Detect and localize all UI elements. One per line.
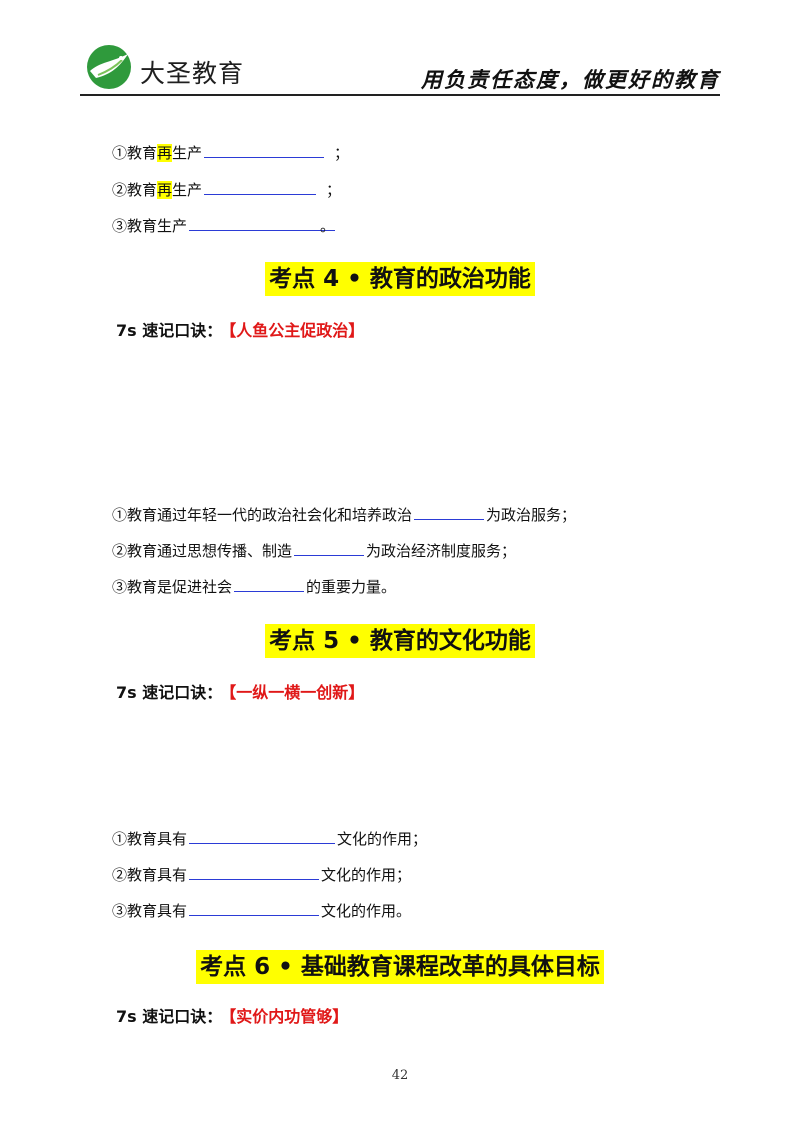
section-title: 考点 6 • 基础教育课程改革的具体目标	[0, 950, 800, 984]
fill-blank	[204, 143, 325, 158]
fill-blank	[294, 541, 365, 556]
fill-blank: 。	[189, 216, 336, 235]
page-header: 大圣教育 用负责任态度，做更好的教育	[0, 0, 800, 100]
section-title: 考点 4 • 教育的政治功能	[0, 262, 800, 296]
fill-blank	[189, 901, 320, 916]
header-divider	[80, 94, 720, 96]
highlight: 再	[157, 181, 173, 199]
brand-name: 大圣教育	[140, 59, 245, 88]
highlight: 再	[157, 144, 173, 162]
section-title: 考点 5 • 教育的文化功能	[0, 624, 800, 658]
list-item: ①教育再生产；	[112, 143, 350, 162]
fill-blank	[234, 577, 305, 592]
bird-logo-icon	[87, 45, 131, 89]
mnemonic: 7s 速记口诀：【一纵一横一创新】	[116, 683, 365, 702]
list-item: ①教育具有文化的作用；	[112, 829, 428, 848]
mnemonic: 7s 速记口诀：【实价内功管够】	[116, 1007, 349, 1026]
fill-blank	[189, 865, 320, 880]
list-item: ②教育具有文化的作用；	[112, 865, 412, 884]
list-item: ①教育通过年轻一代的政治社会化和培养政治为政治服务；	[112, 505, 577, 524]
list-item: ②教育再生产；	[112, 180, 342, 199]
list-item: ③教育生产。	[112, 216, 336, 235]
fill-blank	[414, 505, 485, 520]
slogan: 用负责任态度，做更好的教育	[421, 68, 720, 92]
fill-blank	[189, 829, 336, 844]
fill-blank	[204, 180, 317, 195]
list-item: ③教育是促进社会的重要力量。	[112, 577, 397, 596]
page-number: 42	[391, 1068, 409, 1083]
list-item: ②教育通过思想传播、制造为政治经济制度服务；	[112, 541, 517, 560]
mnemonic: 7s 速记口诀：【人鱼公主促政治】	[116, 321, 365, 340]
list-item: ③教育具有文化的作用。	[112, 901, 412, 920]
